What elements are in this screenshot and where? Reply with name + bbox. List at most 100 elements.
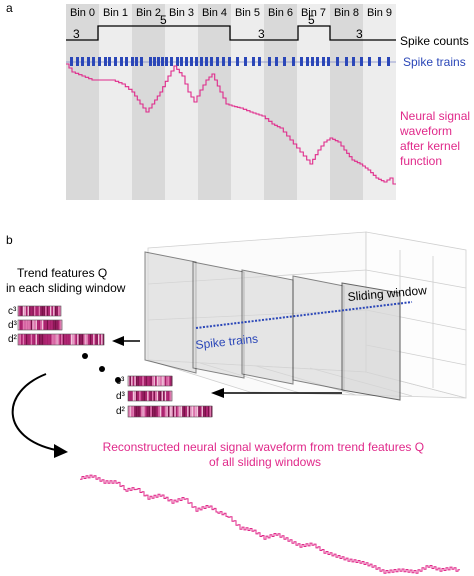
panel-a-label: a	[6, 1, 13, 15]
spike-tick	[76, 57, 79, 66]
feature-label-c3-1: c³	[8, 306, 17, 317]
spike-tick	[104, 57, 107, 66]
reconstructed-label: Reconstructed neural signal waveform fro…	[103, 440, 428, 469]
ellipsis-dot-3	[115, 377, 121, 383]
spike-tick	[292, 57, 295, 66]
bin-label-6: Bin 6	[268, 7, 293, 19]
spike-tick	[92, 57, 95, 66]
spike-trains-label-a: Spike trains	[403, 55, 466, 69]
spike-tick	[114, 57, 117, 66]
spike-tick	[161, 57, 164, 66]
spike-tick	[368, 57, 371, 66]
spike-tick	[125, 57, 128, 66]
spike-tick	[108, 57, 111, 66]
sliding-window-label: Sliding window	[347, 283, 428, 304]
bin-column-3	[165, 4, 198, 200]
arrow-head-2	[211, 388, 224, 398]
count-label-bins1-4: 5	[160, 13, 167, 27]
sliding-window-planes	[144, 251, 401, 401]
spike-tick	[135, 57, 138, 66]
bin-label-5: Bin 5	[235, 7, 260, 19]
bin-column-7	[297, 4, 330, 200]
bin-column-8	[330, 4, 363, 200]
count-label-bins8-9: 3	[356, 27, 363, 41]
spike-tick	[275, 57, 278, 66]
trend-features-title: Trend features Q in each sliding window	[6, 266, 126, 295]
spike-tick	[131, 57, 134, 66]
bin-column-2	[132, 4, 165, 200]
spike-tick	[345, 57, 348, 66]
bin-column-1	[99, 4, 132, 200]
spike-tick	[336, 57, 339, 66]
spike-tick	[306, 57, 309, 66]
spike-tick	[70, 57, 73, 66]
spike-tick	[268, 57, 271, 66]
bin-label-8: Bin 8	[334, 7, 359, 19]
feature-label-c3-2: c³	[116, 376, 125, 387]
spike-tick	[87, 57, 90, 66]
spike-tick	[300, 57, 303, 66]
bin-label-1: Bin 1	[103, 7, 128, 19]
count-label-bin0: 3	[73, 27, 80, 41]
bin-label-4: Bin 4	[202, 7, 227, 19]
count-label-bins5-6: 3	[258, 27, 265, 41]
spike-tick	[378, 57, 381, 66]
spike-tick	[210, 57, 213, 66]
spike-tick	[216, 57, 219, 66]
spike-tick	[222, 57, 225, 66]
waveform-label: Neural signal waveform after kernel func…	[399, 109, 473, 168]
bin-label-7: Bin 7	[301, 7, 326, 19]
spike-tick	[98, 57, 101, 66]
window-plane-2	[192, 261, 245, 379]
spike-tick	[195, 57, 198, 66]
spike-tick	[387, 57, 390, 66]
count-label-bin7: 5	[308, 13, 315, 27]
spike-tick	[157, 57, 160, 66]
bin-column-0	[66, 4, 99, 200]
window-plane-4	[292, 275, 345, 391]
spike-tick	[190, 57, 193, 66]
feature-label-d2-2: d²	[116, 406, 126, 417]
spike-tick	[200, 57, 203, 66]
spike-tick	[170, 57, 173, 66]
spike-tick	[252, 57, 255, 66]
feature-label-d2-1: d²	[8, 334, 18, 345]
spike-tick	[165, 57, 168, 66]
spike-tick	[352, 57, 355, 66]
bins-background	[66, 4, 396, 200]
bin-label-9: Bin 9	[367, 7, 392, 19]
feature-bars-group-1: c³ d³ d²	[8, 305, 105, 346]
spike-tick	[322, 57, 325, 66]
spike-tick	[205, 57, 208, 66]
curved-arrow	[11, 373, 57, 451]
panel-b-label: b	[6, 233, 13, 247]
bin-column-6	[264, 4, 297, 200]
spike-tick	[228, 57, 231, 66]
reconstructed-waveform	[80, 474, 460, 574]
neural-waveform-a	[66, 63, 396, 185]
spike-train-ticks	[70, 57, 390, 66]
spike-tick	[244, 57, 247, 66]
window-plane-3	[241, 269, 294, 385]
spike-tick	[140, 57, 143, 66]
arrow-head-1	[112, 336, 124, 346]
window-plane-5	[341, 282, 401, 401]
spike-tick	[180, 57, 183, 66]
feature-label-d3-1: d³	[8, 320, 18, 331]
ellipsis-dot-1	[82, 353, 88, 359]
bin-label-3: Bin 3	[169, 7, 194, 19]
spike-tick	[283, 57, 286, 66]
spike-tick	[149, 57, 152, 66]
spike-count-step-line	[66, 25, 396, 41]
window-plane-1	[144, 251, 197, 374]
spike-tick	[81, 57, 84, 66]
bin-label-2: Bin 2	[136, 7, 161, 19]
spike-tick	[120, 57, 123, 66]
feature-label-d3-2: d³	[116, 391, 126, 402]
spike-tick	[311, 57, 314, 66]
feature-bars-group-2: c³ d³ d²	[116, 375, 213, 418]
ellipsis-dot-2	[99, 366, 105, 372]
